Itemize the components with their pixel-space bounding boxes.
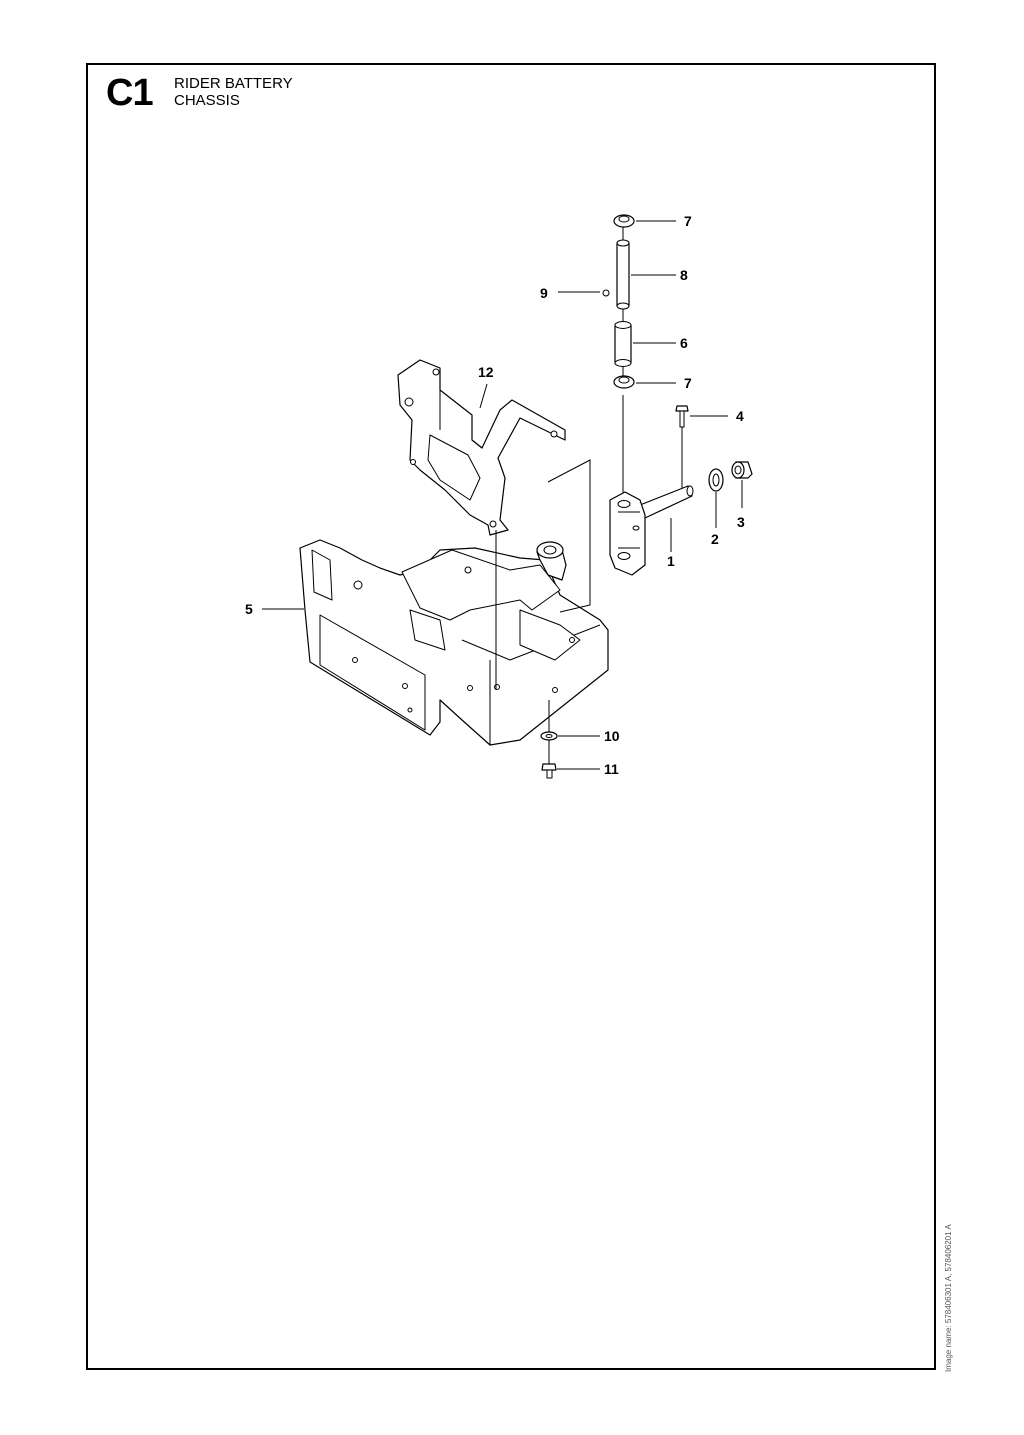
leader-12 <box>479 383 488 409</box>
part-label-2: 2 <box>711 531 719 547</box>
part-8-pin <box>616 239 630 310</box>
part-2-washer <box>708 468 724 492</box>
pivot-boss <box>536 541 567 581</box>
section-code: C1 <box>106 72 154 114</box>
part-1-pivot-arm <box>609 485 694 576</box>
part-label-12: 12 <box>478 364 494 380</box>
part-4-bolt <box>675 405 689 428</box>
part-label-9: 9 <box>540 285 548 301</box>
part-5-chassis <box>299 539 609 746</box>
part-label-6: 6 <box>680 335 688 351</box>
part-label-8: 8 <box>680 267 688 283</box>
part-label-4: 4 <box>736 408 744 424</box>
part-label-1: 1 <box>667 553 675 569</box>
part-label-3: 3 <box>737 514 745 530</box>
part-11-bolt <box>541 763 557 779</box>
part-label-5: 5 <box>245 601 253 617</box>
part-label-7a: 7 <box>684 213 692 229</box>
page-frame <box>86 63 936 1370</box>
section-title-line1: RIDER BATTERY <box>174 75 293 92</box>
part-label-11: 11 <box>604 761 619 777</box>
part-6-spacer <box>614 321 632 367</box>
part-7-bushing-top <box>613 214 635 228</box>
part-7-bushing-lower <box>613 375 635 389</box>
part-12-bracket <box>397 359 566 536</box>
part-label-10: 10 <box>604 728 620 744</box>
part-9-grease-nipple <box>602 289 610 297</box>
assembly-line-pivot <box>547 459 591 613</box>
section-title: RIDER BATTERY CHASSIS <box>174 75 293 109</box>
section-title-line2: CHASSIS <box>174 92 240 109</box>
part-3-collar <box>731 461 753 479</box>
part-label-7b: 7 <box>684 375 692 391</box>
part-10-washer <box>540 731 558 741</box>
